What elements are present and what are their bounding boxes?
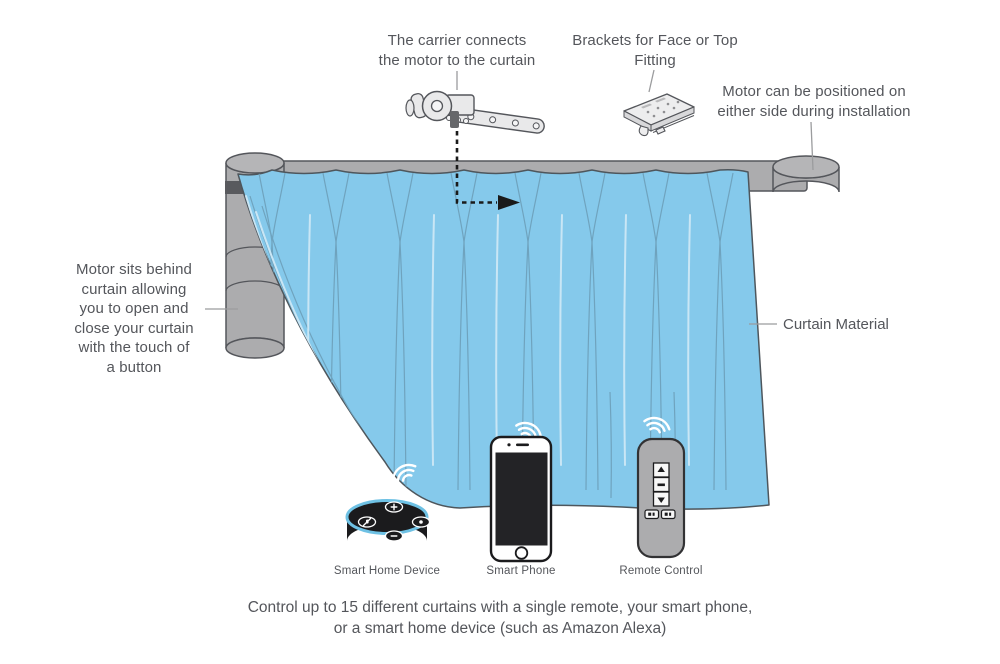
carrier-hook-slot xyxy=(450,111,459,128)
motor-behind-note-line: a button xyxy=(106,358,162,376)
channel-button xyxy=(660,509,676,520)
carrier-note-line: the motor to the curtain xyxy=(378,51,536,69)
home-button xyxy=(514,546,529,560)
motor-position-note-line: either side during installation xyxy=(717,102,911,120)
curtain-material xyxy=(237,169,770,510)
smart-phone-label: Smart Phone xyxy=(486,565,556,577)
motor-behind-note-line: with the touch of xyxy=(78,339,190,356)
smart-phone-device xyxy=(489,435,553,563)
up-arrow-icon xyxy=(657,466,665,472)
caption-line: Control up to 15 different curtains with… xyxy=(247,599,753,616)
bracket-illustration xyxy=(623,93,695,137)
stop-icon xyxy=(657,483,665,487)
speaker-icon xyxy=(516,443,529,447)
smart-home-device xyxy=(345,499,431,542)
motor-behind-note-line: close your curtain xyxy=(74,319,194,337)
phone-screen xyxy=(495,452,548,546)
bottom-caption: Control up to 15 different curtains with… xyxy=(0,598,1000,639)
brackets-note-line: Fitting xyxy=(634,51,676,69)
motor-position-note: Motor can be positioned on either side d… xyxy=(683,82,945,121)
motor-position-note-line: Motor can be positioned on xyxy=(722,83,906,100)
channel-button xyxy=(644,509,660,520)
motor-left xyxy=(225,152,285,359)
carrier-illustration xyxy=(405,90,545,134)
dot-icon xyxy=(419,520,423,524)
down-arrow-icon xyxy=(657,497,665,503)
motor-behind-note-line: curtain allowing xyxy=(81,280,187,298)
wifi-signal-icon xyxy=(643,416,671,434)
motor-behind-note-line: Motor sits behind xyxy=(76,261,192,278)
leader-lines xyxy=(205,69,814,325)
remote-control-device xyxy=(636,437,686,559)
caption-line: or a smart home device (such as Amazon A… xyxy=(333,619,667,637)
brackets-note-line: Brackets for Face or Top xyxy=(572,32,738,49)
motor-behind-note-line: you to open and xyxy=(79,300,189,317)
wifi-signal-icon xyxy=(391,463,417,482)
camera-icon xyxy=(507,443,511,447)
carrier-note: The carrier connects the motor to the cu… xyxy=(317,31,597,70)
direction-arrow-icon xyxy=(455,131,520,210)
curtain-material-label: Curtain Material xyxy=(783,316,889,333)
brackets-note: Brackets for Face or Top Fitting xyxy=(530,31,780,70)
remote-control-label: Remote Control xyxy=(619,565,703,577)
motor-right-leader-line xyxy=(810,121,814,171)
motor-right xyxy=(772,155,840,193)
motor-behind-note: Motor sits behind curtain allowing you t… xyxy=(34,260,234,377)
smart-home-device-label: Smart Home Device xyxy=(333,565,441,577)
carrier-note-line: The carrier connects xyxy=(387,32,527,49)
bracket-leader-line xyxy=(648,69,655,93)
